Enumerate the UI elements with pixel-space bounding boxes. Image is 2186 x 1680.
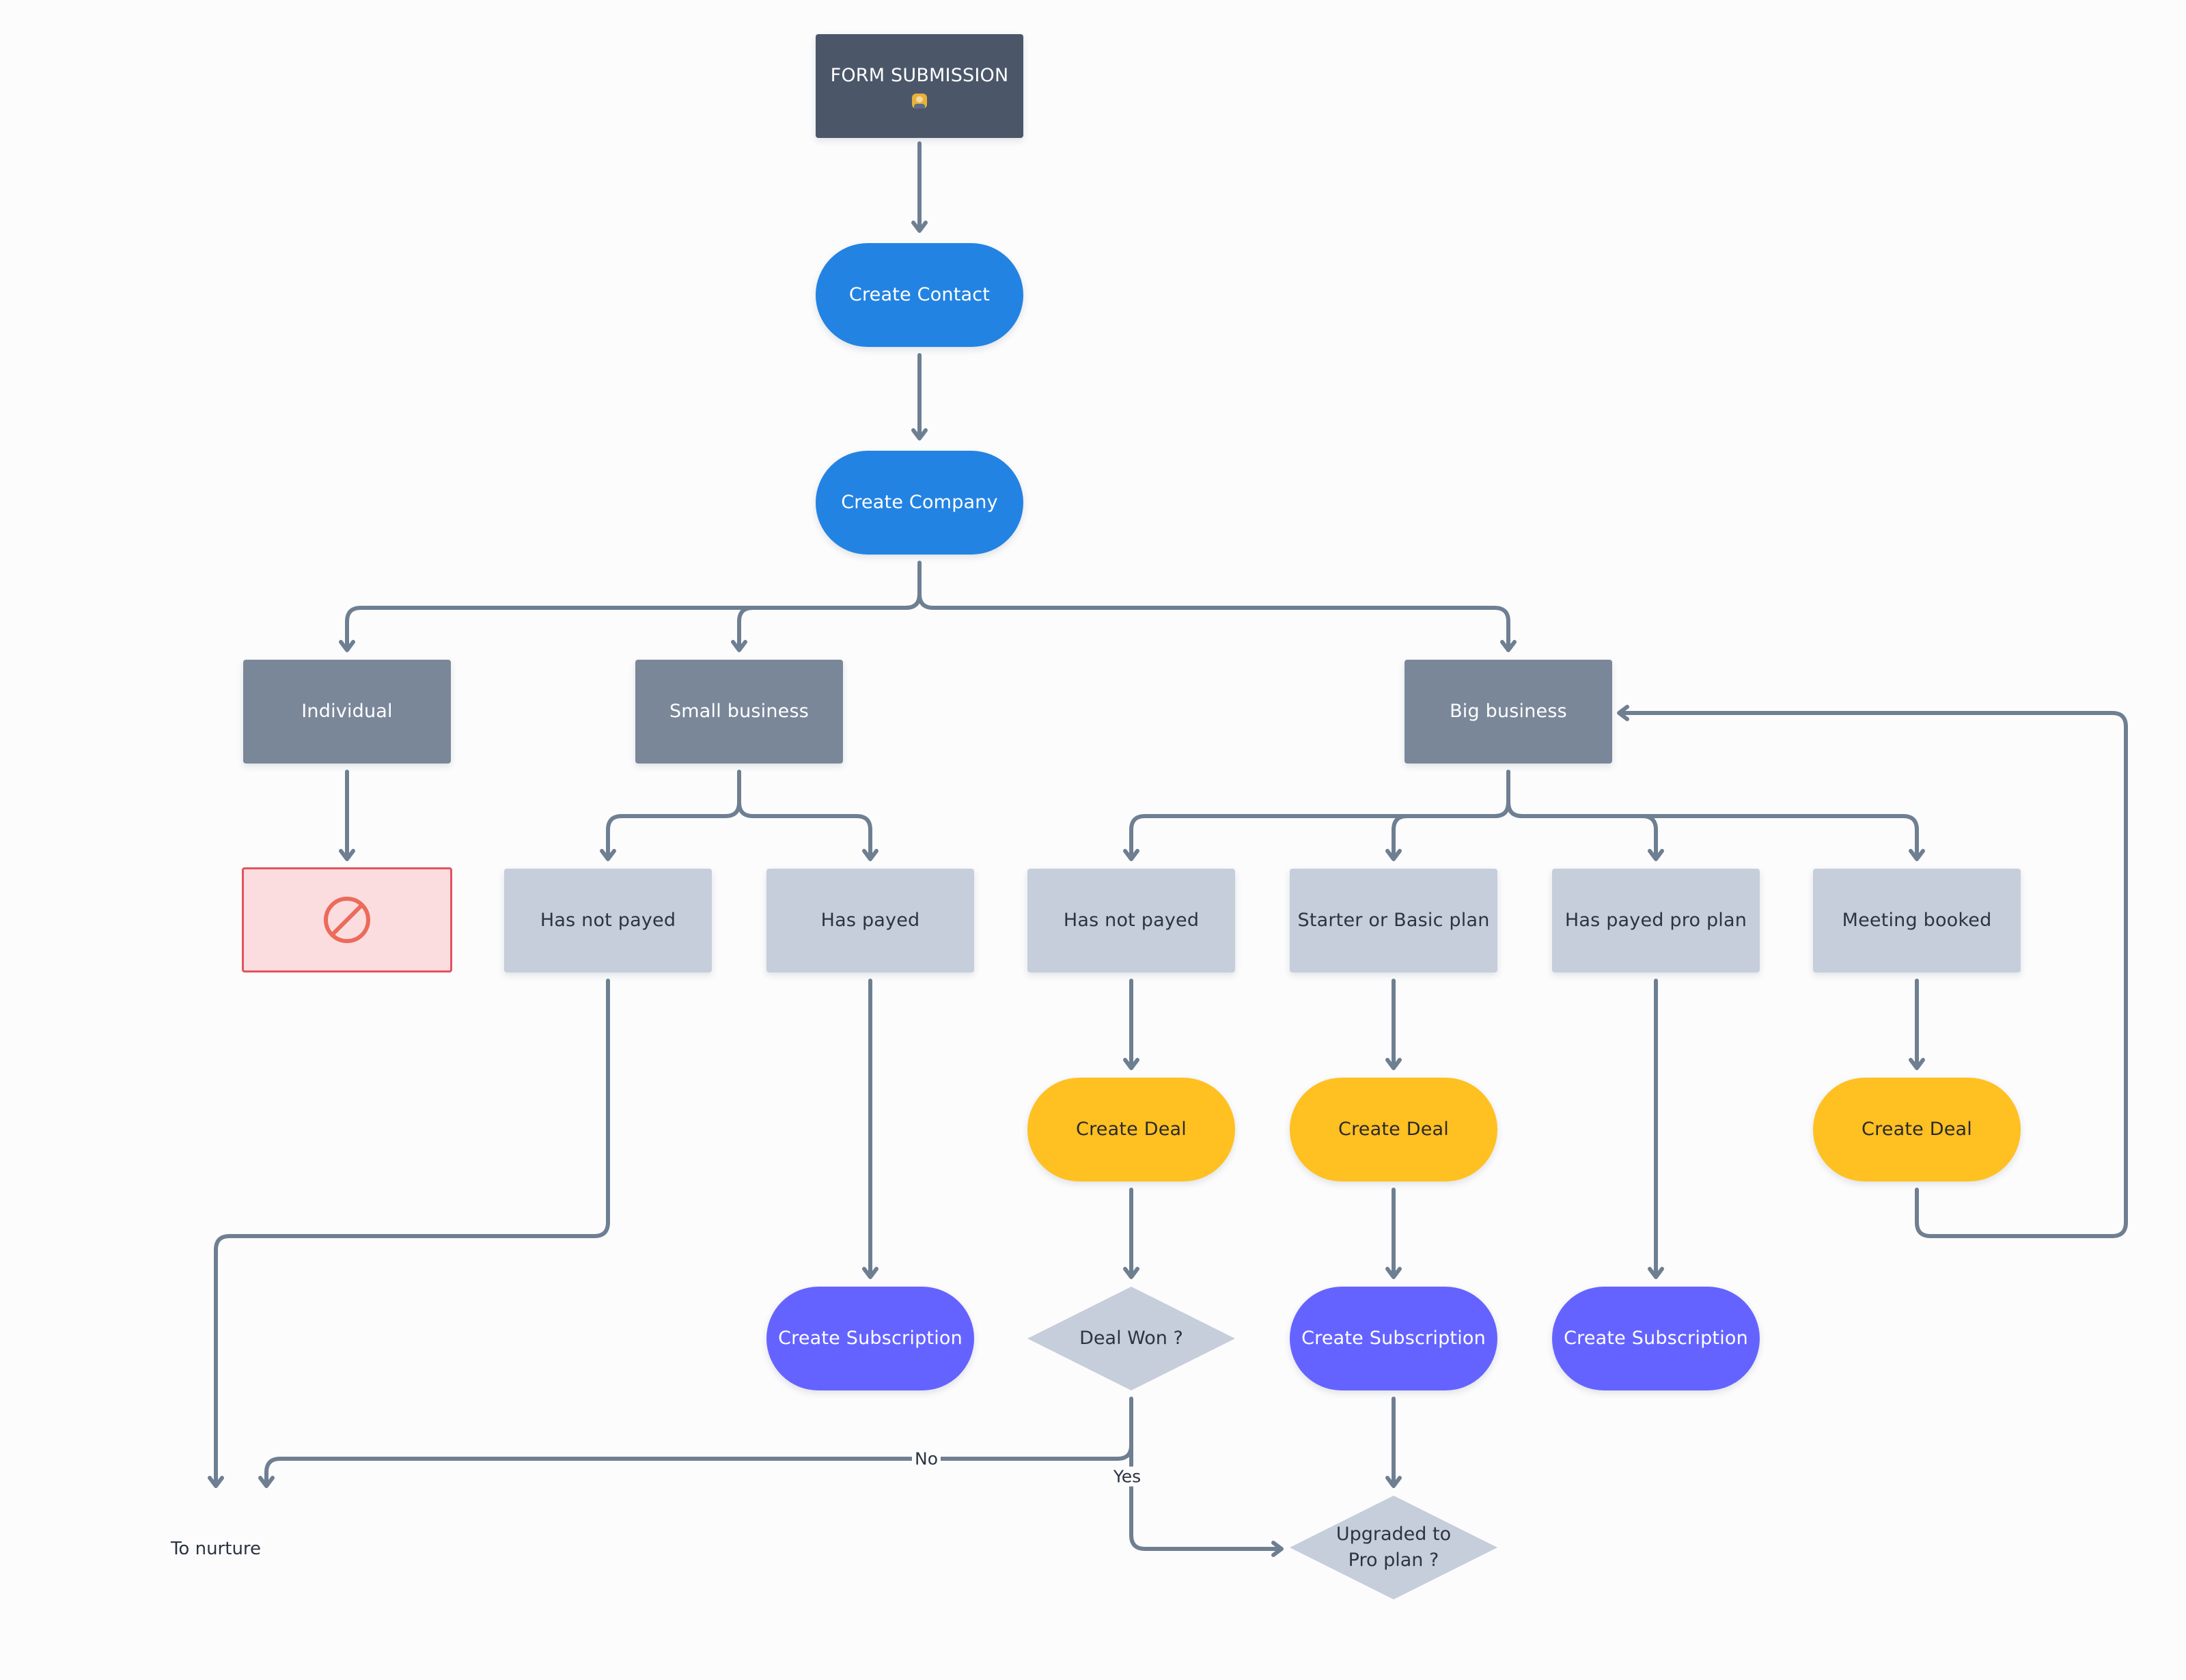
starter-basic-plan-node[interactable]: Starter or Basic plan xyxy=(1290,869,1497,972)
edge-label-yes: Yes xyxy=(1110,1466,1144,1487)
upgraded-pro-plan-decision[interactable]: Upgraded to Pro plan ? xyxy=(1290,1496,1497,1599)
arrowhead xyxy=(1123,1267,1139,1279)
form-submission-label: FORM SUBMISSION xyxy=(830,65,1009,87)
small-business-node[interactable]: Small business xyxy=(635,660,843,764)
big-business-node[interactable]: Big business xyxy=(1405,660,1612,764)
big-not-paid-node[interactable]: Has not payed xyxy=(1027,869,1235,972)
small-not-paid-label: Has not payed xyxy=(540,910,676,932)
decision-shape xyxy=(1290,1496,1497,1599)
create-subscription-label: Create Subscription xyxy=(778,1328,963,1349)
to-nurture-terminal[interactable]: To nurture xyxy=(170,1539,262,1559)
create-subscription-label: Create Subscription xyxy=(1301,1328,1486,1349)
arrowhead xyxy=(1123,1058,1139,1070)
person-emoji-icon xyxy=(912,93,927,109)
arrowhead xyxy=(1271,1541,1284,1557)
create-subscription-label: Create Subscription xyxy=(1564,1328,1748,1349)
upgraded-label-line1: Upgraded to xyxy=(1336,1524,1452,1545)
arrowhead xyxy=(911,428,928,440)
blocked-node[interactable] xyxy=(242,867,452,972)
arrowhead xyxy=(339,640,355,652)
create-deal-label: Create Deal xyxy=(1338,1119,1449,1140)
edge-company-to-small-business xyxy=(737,592,922,647)
create-deal-label: Create Deal xyxy=(1076,1119,1187,1140)
arrowhead xyxy=(1385,849,1402,861)
create-subscription-node[interactable]: Create Subscription xyxy=(1290,1287,1497,1390)
arrowhead xyxy=(1617,705,1629,721)
edge-big-to-starter xyxy=(1392,800,1510,856)
individual-node[interactable]: Individual xyxy=(243,660,451,764)
small-paid-node[interactable]: Has payed xyxy=(766,869,974,972)
create-subscription-node[interactable]: Create Subscription xyxy=(766,1287,974,1390)
small-business-label: Small business xyxy=(669,701,810,723)
arrowhead xyxy=(1648,1267,1664,1279)
edge-small-not-paid-to-nurture xyxy=(214,979,610,1483)
create-subscription-node[interactable]: Create Subscription xyxy=(1552,1287,1760,1390)
arrowhead xyxy=(1385,1267,1402,1279)
paid-pro-plan-node[interactable]: Has payed pro plan xyxy=(1552,869,1760,972)
create-contact-node[interactable]: Create Contact xyxy=(816,243,1023,347)
edge-deal-won-no xyxy=(264,1397,1133,1483)
edge-small-to-paid xyxy=(737,800,872,856)
decision-shape xyxy=(1027,1287,1235,1390)
create-company-label: Create Company xyxy=(841,492,998,514)
edge-meeting-deal-loop-to-big-business xyxy=(1621,711,2128,1238)
big-not-paid-label: Has not payed xyxy=(1063,910,1200,932)
arrowhead xyxy=(258,1476,275,1488)
edge-deal-won-yes xyxy=(1129,1443,1279,1551)
meeting-booked-node[interactable]: Meeting booked xyxy=(1813,869,2021,972)
edge-big-to-pro xyxy=(1506,800,1658,856)
arrowhead xyxy=(1648,849,1664,861)
edge-big-to-meeting xyxy=(1506,800,1919,856)
create-contact-label: Create Contact xyxy=(848,284,991,306)
create-deal-node[interactable]: Create Deal xyxy=(1027,1078,1235,1181)
arrowhead xyxy=(339,849,355,861)
small-not-paid-node[interactable]: Has not payed xyxy=(504,869,712,972)
big-business-label: Big business xyxy=(1450,701,1567,723)
arrowhead xyxy=(862,849,878,861)
create-deal-label: Create Deal xyxy=(1862,1119,1972,1140)
edge-big-to-not-paid xyxy=(1129,770,1510,856)
edge-company-to-big-business xyxy=(917,592,1510,647)
create-deal-node[interactable]: Create Deal xyxy=(1290,1078,1497,1181)
individual-label: Individual xyxy=(301,701,393,723)
arrowhead xyxy=(1385,1058,1402,1070)
arrowhead xyxy=(911,221,928,233)
arrowhead xyxy=(1123,849,1139,861)
paid-pro-plan-label: Has payed pro plan xyxy=(1564,910,1747,932)
edge-label-no: No xyxy=(912,1448,941,1469)
starter-basic-plan-label: Starter or Basic plan xyxy=(1297,910,1490,932)
arrowhead xyxy=(1909,849,1925,861)
arrowhead xyxy=(1909,1058,1925,1070)
edge-small-to-not-paid xyxy=(606,770,741,856)
deal-won-label: Deal Won ? xyxy=(1079,1328,1183,1349)
arrowhead xyxy=(862,1267,878,1279)
create-deal-node[interactable]: Create Deal xyxy=(1813,1078,2021,1181)
no-entry-icon xyxy=(324,897,370,943)
arrowhead xyxy=(1385,1476,1402,1488)
arrowhead xyxy=(1500,640,1517,652)
form-submission-node[interactable]: FORM SUBMISSION xyxy=(816,34,1023,138)
upgraded-label-line2: Pro plan ? xyxy=(1348,1550,1439,1571)
create-company-node[interactable]: Create Company xyxy=(816,451,1023,555)
small-paid-label: Has payed xyxy=(820,910,920,932)
edge-company-to-individual xyxy=(345,561,922,647)
arrowhead xyxy=(600,849,616,861)
meeting-booked-label: Meeting booked xyxy=(1842,910,1992,932)
arrowhead xyxy=(731,640,747,652)
deal-won-decision[interactable]: Deal Won ? xyxy=(1027,1287,1235,1390)
arrowhead xyxy=(208,1476,224,1488)
